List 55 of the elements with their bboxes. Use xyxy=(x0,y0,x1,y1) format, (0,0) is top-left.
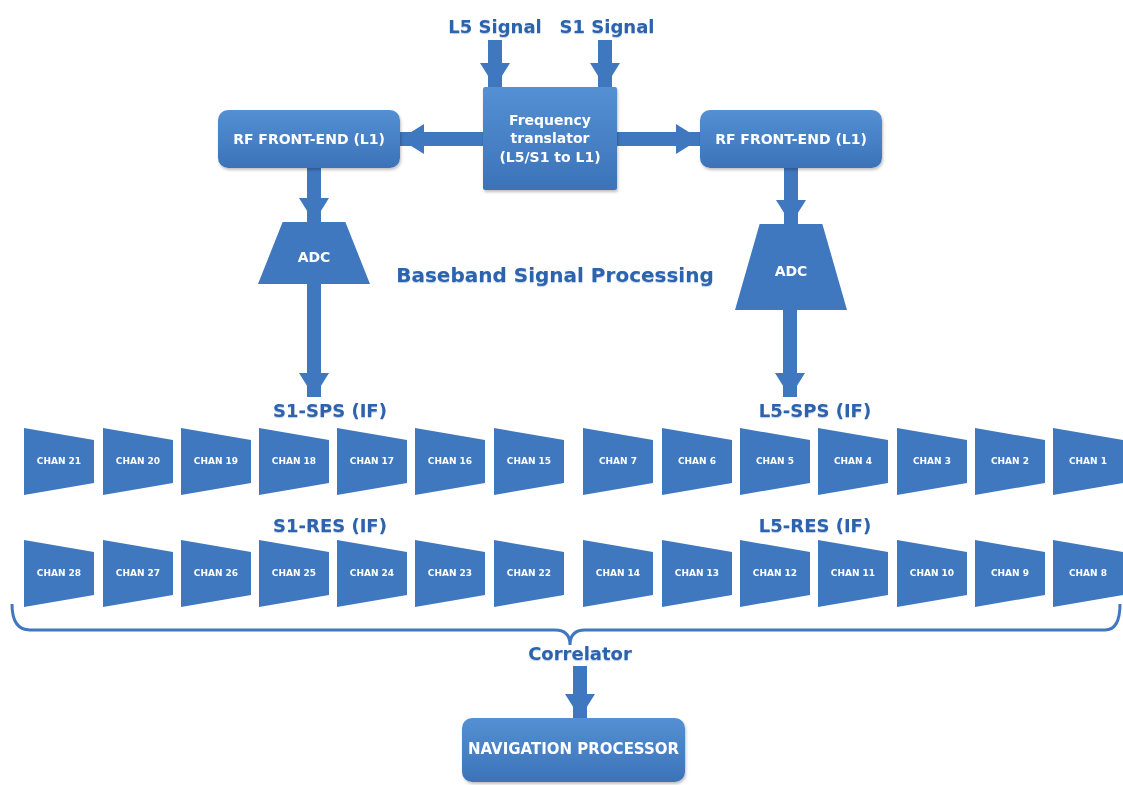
block-arrow xyxy=(776,168,806,224)
block-arrow xyxy=(565,666,595,718)
block-label: CHAN 5 xyxy=(756,455,794,468)
block-label: CHAN 9 xyxy=(991,567,1029,580)
block-label: CHAN 14 xyxy=(595,567,641,580)
block-label: CHAN 20 xyxy=(115,455,161,468)
block-arrow xyxy=(617,124,700,154)
block-label: CHAN 17 xyxy=(349,455,395,468)
section-label: Baseband Signal Processing xyxy=(395,262,715,289)
signal-label: L5 Signal xyxy=(440,12,550,40)
block-label: CHAN 15 xyxy=(506,455,552,468)
box-label: RF FRONT-END (L1) xyxy=(233,129,385,149)
process-box xyxy=(700,110,882,168)
block-label: CHAN 12 xyxy=(752,567,798,580)
block-label: CHAN 25 xyxy=(271,567,317,580)
block-label: CHAN 2 xyxy=(991,455,1029,468)
block-label: CHAN 7 xyxy=(599,455,637,468)
block-label: CHAN 13 xyxy=(674,567,720,580)
block-label: CHAN 16 xyxy=(427,455,473,468)
block-label: CHAN 6 xyxy=(678,455,716,468)
block-label: CHAN 4 xyxy=(834,455,872,468)
section-label: L5-RES (IF) xyxy=(757,513,873,538)
box-label: Frequency translator (L5/S1 to L1) xyxy=(498,111,602,166)
box-label: NAVIGATION PROCESSOR xyxy=(467,740,680,760)
process-box xyxy=(483,87,617,190)
process-box xyxy=(462,718,685,782)
block-label: CHAN 27 xyxy=(115,567,161,580)
block-label: CHAN 21 xyxy=(36,455,82,468)
block-label: CHAN 23 xyxy=(427,567,473,580)
signal-label: Correlator xyxy=(505,640,655,666)
block-label: CHAN 10 xyxy=(909,567,955,580)
block-arrow xyxy=(590,40,620,87)
block-arrow xyxy=(775,310,805,397)
block-label: CHAN 18 xyxy=(271,455,317,468)
section-label: S1-RES (IF) xyxy=(272,513,388,538)
block-label: ADC xyxy=(297,247,331,267)
block-label: ADC xyxy=(774,261,808,281)
block-arrow xyxy=(299,168,329,222)
block-label: CHAN 8 xyxy=(1069,567,1107,580)
box-label: RF FRONT-END (L1) xyxy=(715,129,867,149)
signal-label: L5-SPS (IF) xyxy=(735,397,895,423)
block-arrow xyxy=(400,124,483,154)
block-label: CHAN 1 xyxy=(1069,455,1107,468)
process-box xyxy=(218,110,400,168)
signal-label: S1 Signal xyxy=(552,12,662,40)
signal-label: S1-SPS (IF) xyxy=(250,397,410,423)
block-label: CHAN 26 xyxy=(193,567,239,580)
block-label: CHAN 22 xyxy=(506,567,552,580)
block-label: CHAN 28 xyxy=(36,567,82,580)
block-arrow xyxy=(480,40,510,87)
block-label: CHAN 3 xyxy=(913,455,951,468)
block-label: CHAN 19 xyxy=(193,455,239,468)
block-arrow xyxy=(299,284,329,397)
block-label: CHAN 11 xyxy=(830,567,876,580)
block-label: CHAN 24 xyxy=(349,567,395,580)
